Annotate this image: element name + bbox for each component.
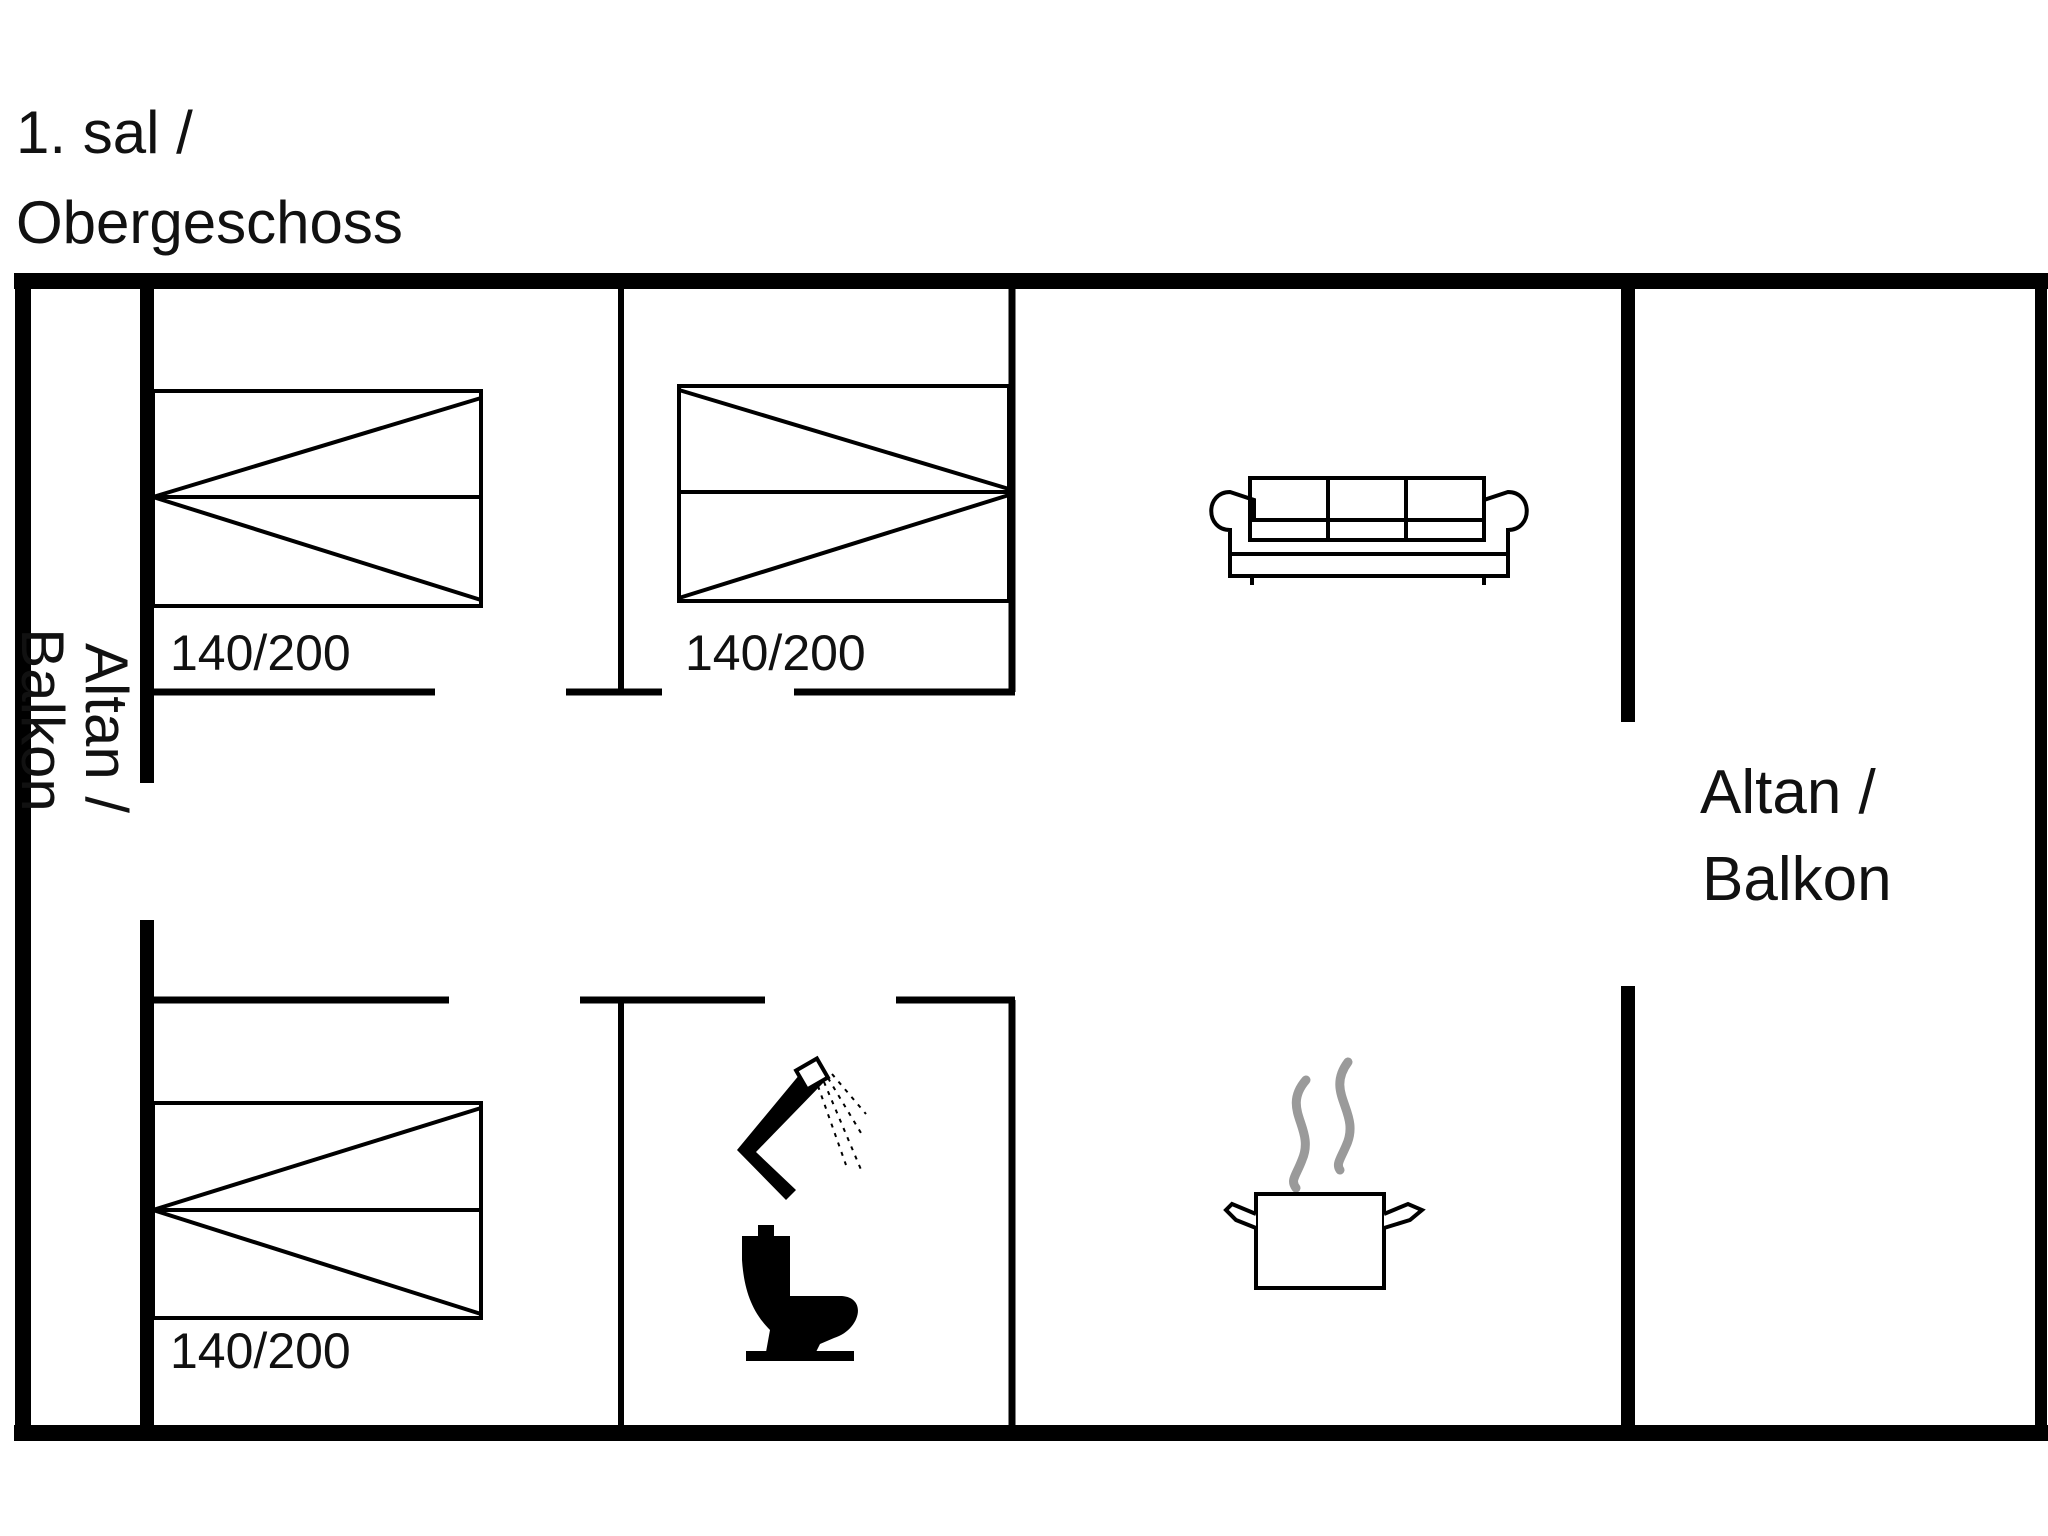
balcony-left-line2: Balkon (9, 628, 76, 811)
bed-icon (151, 1101, 483, 1320)
balcony-left-label: Altan / Balkon (9, 628, 140, 813)
bed-size-label: 140/200 (170, 1323, 351, 1379)
bed-size-label: 140/200 (685, 625, 866, 681)
sofa-icon (1209, 476, 1529, 585)
balcony-right-line1: Altan / (1700, 758, 1877, 827)
balcony-left-line1: Altan / (73, 643, 140, 813)
bed-icon (151, 389, 483, 608)
interior-walls (140, 289, 1635, 1433)
floor-title-line2: Obergeschoss (16, 189, 403, 256)
outer-walls (14, 273, 2048, 1441)
toilet-icon (742, 1225, 858, 1361)
bed-icon (677, 384, 1011, 603)
balcony-right-line2: Balkon (1702, 845, 1892, 914)
cooking-pot-icon (1223, 1057, 1426, 1290)
bed-size-label: 140/200 (170, 625, 351, 681)
floor-title-line1: 1. sal / (16, 99, 193, 166)
shower-icon (737, 1055, 867, 1200)
